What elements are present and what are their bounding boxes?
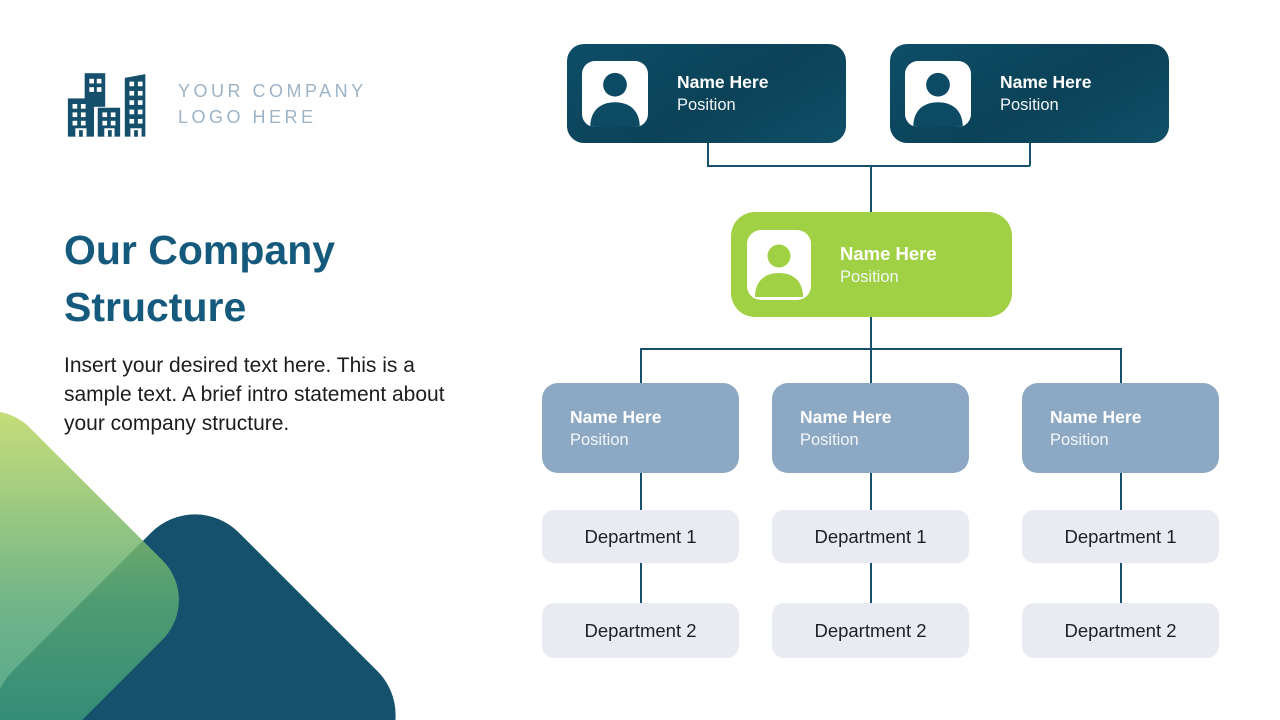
card-name: Name Here [677,72,769,92]
person-avatar-icon [747,229,811,300]
connector-line [707,143,709,166]
connector-line [870,165,872,213]
connector-line [870,563,872,604]
card-position: Position [570,430,629,449]
logo-text-line1: YOUR COMPANY [178,81,367,101]
card-position: Position [1000,96,1059,114]
connector-line [640,348,642,384]
connector-line [707,165,1030,167]
org-card-lead-2: Name Here Position [772,383,969,473]
department-card: Department 1 [772,510,969,563]
slide-intro-text: Insert your desired text here. This is a… [64,354,445,435]
org-card-executive-1: Name Here Position [567,44,846,143]
person-avatar-icon [582,60,648,127]
company-logo: YOUR COMPANY LOGO HERE [66,68,367,140]
department-card: Department 2 [542,603,739,658]
connector-line [1120,348,1122,384]
org-card-lead-3: Name Here Position [1022,383,1219,473]
department-card: Department 1 [1022,510,1219,563]
org-card-lead-1: Name Here Position [542,383,739,473]
connector-line [640,563,642,604]
connector-line [1120,473,1122,511]
connector-line [870,317,872,349]
person-avatar-icon [905,60,971,127]
department-card: Department 1 [542,510,739,563]
card-name: Name Here [570,406,662,427]
card-position: Position [800,430,859,449]
buildings-logo-icon [67,73,146,137]
card-name: Name Here [800,406,892,427]
card-position: Position [1050,430,1109,449]
department-card: Department 2 [1022,603,1219,658]
org-card-manager: Name Here Position [731,212,1012,317]
slide-title: Our Company Structure [64,227,336,330]
card-name: Name Here [840,242,937,264]
department-card: Department 2 [772,603,969,658]
connector-line [870,348,872,384]
connector-line [640,348,1121,350]
card-name: Name Here [1000,72,1092,92]
logo-text: YOUR COMPANY LOGO HERE [178,78,367,130]
card-name: Name Here [1050,406,1142,427]
connector-line [640,473,642,511]
card-position: Position [840,267,899,286]
org-card-executive-2: Name Here Position [890,44,1169,143]
logo-text-line2: LOGO HERE [178,107,317,127]
card-position: Position [677,96,736,114]
connector-line [1120,563,1122,604]
connector-line [870,473,872,511]
connector-line [1029,143,1031,166]
